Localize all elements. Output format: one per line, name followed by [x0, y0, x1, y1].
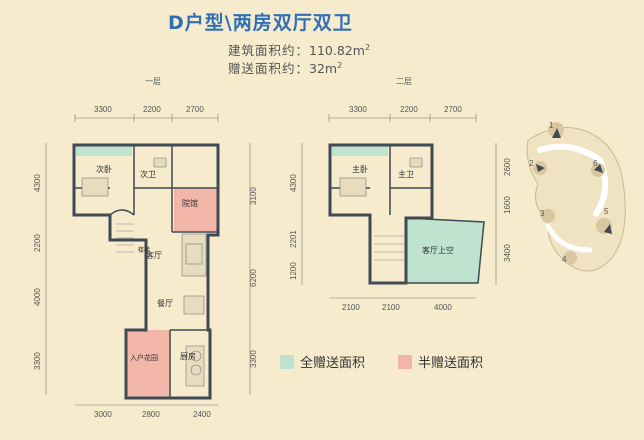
f2-room-void: 客厅上空 — [422, 245, 454, 255]
f1-bottom-dim-1: 3000 — [94, 410, 112, 419]
f2-bottom-dim-2: 2100 — [382, 303, 400, 312]
gift-area-label: 赠送面积约： — [228, 61, 310, 76]
f1-room-courtyard: 院馆 — [182, 198, 198, 208]
f1-stairs — [116, 223, 134, 253]
gift-area-unit-sup: 2 — [337, 60, 343, 70]
f1-room-bedroom: 次卧 — [96, 164, 112, 174]
floor2-label: 二层 — [396, 77, 412, 86]
f1-left-dim-1: 4300 — [33, 174, 42, 192]
f2-left-dim-2: 2201 — [289, 230, 298, 248]
f1-top-dim-1: 3300 — [94, 105, 112, 114]
site-label-4: 4 — [562, 255, 567, 264]
site-label-1: 1 — [549, 121, 554, 130]
f1-right-dim-2: 6200 — [249, 269, 258, 287]
f1-left-dim-4: 3300 — [33, 352, 42, 370]
f1-room-stairs: 楼梯 — [138, 246, 150, 254]
f1-room-entry: 入户花园 — [130, 353, 158, 362]
f2-right-dim-2: 1600 — [503, 196, 512, 214]
f2-top-dim-3: 2700 — [444, 105, 462, 114]
f1-room-living: 客厅 — [146, 250, 162, 260]
build-area-label: 建筑面积约： — [228, 43, 310, 58]
f2-furniture — [339, 157, 423, 197]
f2-void-area — [406, 218, 484, 283]
f2-right-dim-1: 2600 — [503, 158, 512, 176]
gift-area-line: 赠送面积约：32m2 — [228, 58, 342, 77]
legend-half-swatch — [398, 355, 412, 369]
build-area-unit: m — [352, 43, 365, 58]
build-area-value: 110.82 — [309, 43, 353, 58]
legend-full-swatch — [280, 355, 294, 369]
site-label-3: 3 — [540, 209, 545, 218]
site-label-5: 5 — [604, 207, 609, 216]
f2-master-balcony — [332, 146, 388, 156]
f2-top-dim-1: 3300 — [349, 105, 367, 114]
f1-left-dim-3: 4000 — [33, 288, 42, 306]
f1-courtyard-area — [174, 188, 218, 232]
legend-half-label: 半赠送面积 — [418, 356, 484, 371]
f2-left-dim-3: 1200 — [289, 262, 298, 280]
page-title: D户型\两房双厅双卫 — [168, 12, 353, 34]
f1-walls — [72, 143, 220, 400]
build-area-unit-sup: 2 — [364, 42, 371, 52]
f2-bottom-dim-3: 4000 — [434, 303, 452, 312]
f1-room-bath: 次卫 — [140, 169, 156, 179]
f1-bottom-dim-3: 2400 — [193, 410, 211, 419]
f2-bottom-dim-1: 2100 — [342, 303, 360, 312]
f1-furniture — [81, 157, 207, 387]
f1-room-dining: 餐厅 — [157, 299, 173, 308]
f1-bedroom-balcony — [76, 146, 132, 156]
f2-left-dim-1: 4300 — [289, 174, 298, 192]
f1-left-dim-2: 2200 — [33, 234, 42, 252]
build-area-line: 建筑面积约：110.82m2 — [228, 40, 370, 59]
site-label-2: 2 — [529, 159, 534, 168]
legend-half: 半赠送面积 — [398, 352, 483, 371]
f1-top-dim-3: 2700 — [186, 105, 204, 114]
f1-room-kitchen: 厨房 — [180, 351, 196, 361]
f2-top-dim-2: 2200 — [400, 105, 418, 114]
f1-right-dim-3: 3300 — [249, 350, 258, 368]
legend-full-label: 全赠送面积 — [300, 356, 366, 371]
f2-right-dim-3: 3400 — [503, 244, 512, 262]
floor1-label: 一层 — [145, 77, 161, 86]
f2-stairs — [374, 235, 404, 261]
site-map: 1 2 3 4 5 6 — [526, 121, 626, 272]
gift-area-unit: m — [324, 61, 338, 76]
f1-entry-garden-area — [126, 330, 170, 398]
f2-room-master-bath: 主卫 — [398, 169, 414, 179]
f1-top-dim-2: 2200 — [143, 105, 161, 114]
f1-right-dim-1: 3100 — [249, 187, 258, 205]
f1-bottom-dim-2: 2800 — [142, 410, 160, 419]
legend-full: 全赠送面积 — [280, 352, 365, 371]
gift-area-value: 32 — [309, 61, 325, 76]
site-label-6: 6 — [593, 159, 598, 168]
f2-room-master: 主卧 — [352, 164, 368, 174]
